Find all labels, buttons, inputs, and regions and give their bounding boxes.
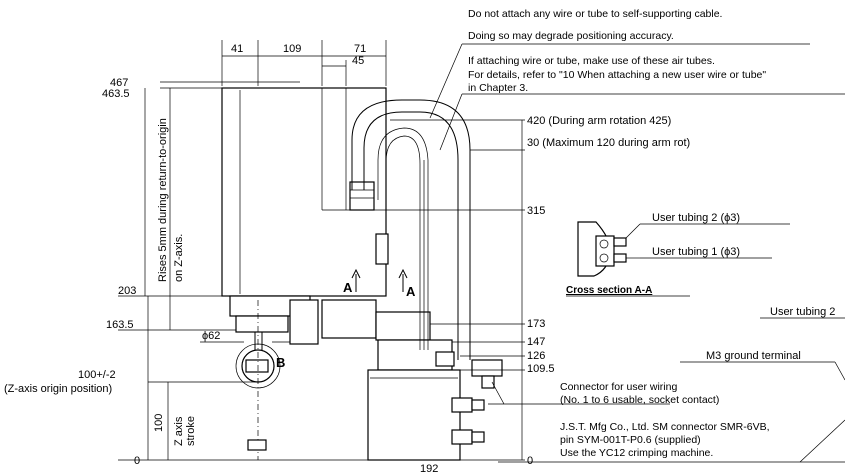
dim-left-467: 467 (110, 77, 128, 89)
note-jst-line1: J.S.T. Mfg Co., Ltd. SM connector SMR-6V… (560, 421, 770, 433)
label-tubing2: User tubing 2 (ϕ3) (652, 212, 740, 224)
dim-top-45: 45 (352, 55, 364, 67)
dim-left-0: 0 (134, 455, 140, 467)
self-supporting-cable (351, 99, 471, 360)
extension-lines (118, 40, 525, 461)
label-view-a-left: A (343, 280, 353, 295)
note-conn-line2: (No. 1 to 6 usable, socket contact) (560, 394, 719, 406)
cross-section-figure (566, 221, 790, 297)
dimension-texts: 41 109 71 45 467 463.5 203 163.5 100+/-2… (4, 43, 690, 473)
dim-right-173: 173 (527, 318, 545, 330)
note-tube-line3: in Chapter 3. (468, 82, 528, 94)
dim-left-163-5: 163.5 (106, 319, 134, 331)
dim-left-100-tol: 100+/-2 (78, 369, 116, 381)
dim-left-zorigin: (Z-axis origin position) (4, 383, 112, 395)
note-jst-line2: pin SYM-001T-P0.6 (supplied) (560, 434, 701, 446)
note-zaxis-line1: Z axis (173, 416, 185, 446)
note-rises-line2: on Z-axis. (173, 234, 185, 282)
note-tube-line1: If attaching wire or tube, make use of t… (468, 55, 715, 67)
dim-top-71: 71 (354, 43, 366, 55)
dim-dia-62: ϕ62 (202, 330, 220, 342)
dimension-arrows (144, 55, 523, 460)
label-view-a-right: A (406, 284, 416, 299)
cable-clamp (349, 181, 389, 265)
label-detail-b: B (276, 355, 285, 370)
note-conn-line1: Connector for user wiring (560, 381, 677, 393)
dim-right-420: 420 (During arm rotation 425) (527, 115, 671, 127)
dim-right-147: 147 (527, 336, 545, 348)
dim-top-41: 41 (231, 43, 243, 55)
note-texts: Do not attach any wire or tube to self-s… (468, 8, 770, 459)
dim-right-315: 315 (527, 205, 545, 217)
detail-b-circle (235, 343, 281, 389)
section-markers (351, 268, 408, 292)
dim-right-126: 126 (527, 350, 545, 362)
note-jst-line3: Use the YC12 crimping machine. (560, 447, 713, 459)
note-rises-line1: Rises 5mm during return-to-origin (157, 118, 169, 282)
note-cable-line1: Do not attach any wire or tube to self-s… (468, 8, 722, 20)
note-cable-line2: Doing so may degrade positioning accurac… (468, 30, 674, 42)
dim-left-100: 100 (153, 414, 165, 432)
label-tubing2-cut: User tubing 2 (770, 306, 835, 318)
dim-top-109: 109 (283, 43, 301, 55)
dim-right-30: 30 (Maximum 120 during arm rot) (527, 137, 690, 149)
label-texts: A A B Cross section A-A User tubing 2 (ϕ… (276, 212, 835, 370)
dim-right-109-5: 109.5 (527, 363, 555, 375)
dim-right-0: 0 (527, 455, 533, 467)
label-tubing1: User tubing 1 (ϕ3) (652, 246, 740, 258)
dim-left-203: 203 (118, 285, 136, 297)
ball-screw-spline (241, 300, 275, 460)
label-cross-section: Cross section A-A (566, 285, 652, 296)
note-zaxis-line2: stroke (185, 416, 197, 446)
label-ground-terminal: M3 ground terminal (706, 350, 801, 362)
dim-left-463-5: 463.5 (102, 88, 130, 100)
leader-lines (429, 43, 845, 463)
arm-lower-parts (229, 295, 431, 345)
vertical-texts: Rises 5mm during return-to-origin on Z-a… (153, 118, 197, 446)
note-tube-line2: For details, refer to "10 When attaching… (468, 69, 766, 81)
base-unit (367, 339, 503, 461)
dim-bottom-partial: 192 (420, 463, 438, 473)
